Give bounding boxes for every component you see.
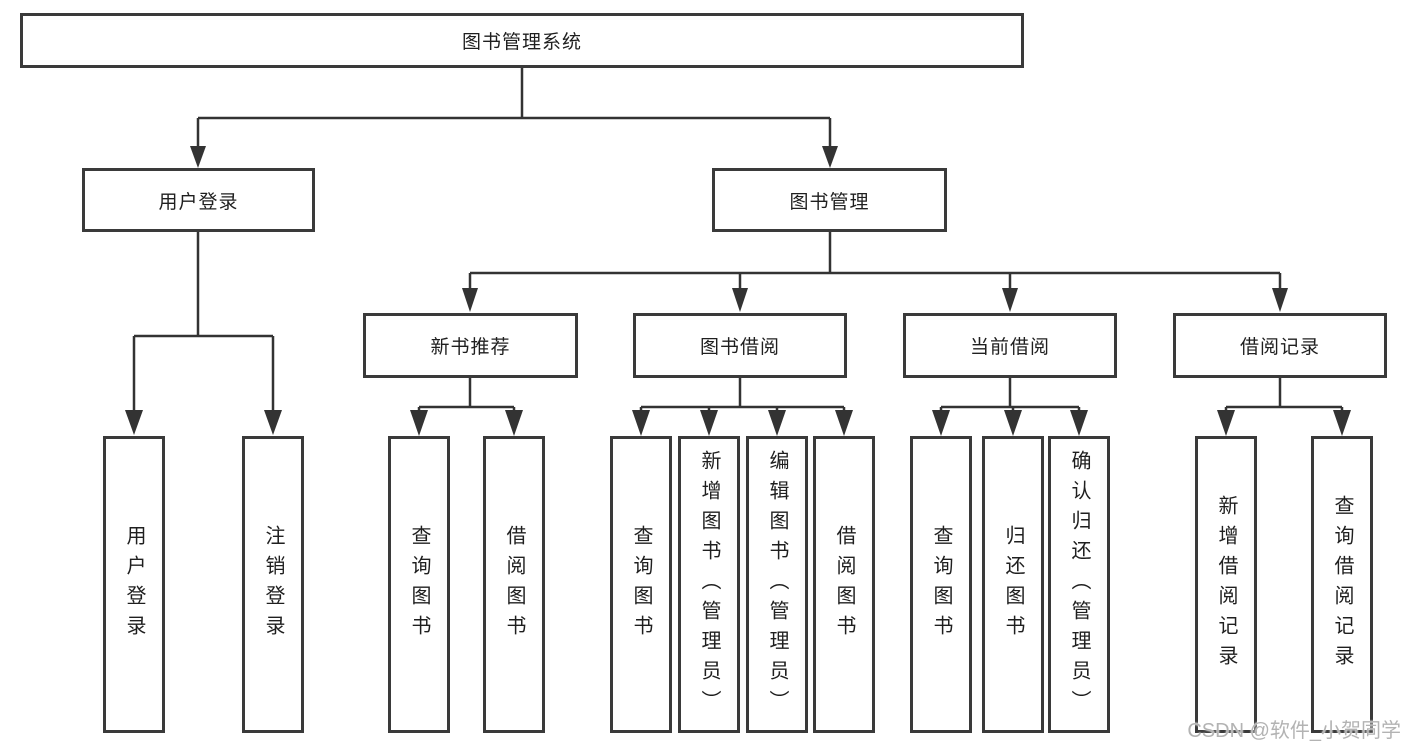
node-book-management: 图书管理 [712,168,947,232]
leaf-confirm-return-admin: 确认归还（管理员） [1048,436,1110,733]
node-root-label: 图书管理系统 [461,32,582,53]
leaf-return-book: 归还图书 [982,436,1044,733]
leaf-newbook-borrow: 借阅图书 [483,436,545,733]
leaf-query-borrow-record: 查询借阅记录 [1311,436,1373,733]
node-book-borrow-label: 图书借阅 [699,337,780,358]
leaf-edit-book-admin-label: 编辑图书（管理员） [766,449,788,720]
node-new-book-recommend: 新书推荐 [363,313,578,378]
leaf-add-borrow-record: 新增借阅记录 [1195,436,1257,733]
leaf-return-book-label: 归还图书 [1002,524,1024,645]
leaf-query-borrow-record-label: 查询借阅记录 [1331,494,1353,675]
leaf-logout: 注销登录 [242,436,304,733]
node-new-book-recommend-label: 新书推荐 [430,337,511,358]
leaf-user-login: 用户登录 [103,436,165,733]
leaf-borrow-query-label: 查询图书 [630,524,652,645]
leaf-add-book-admin-label: 新增图书（管理员） [698,449,720,720]
node-book-borrow: 图书借阅 [633,313,847,378]
node-book-management-label: 图书管理 [789,191,870,213]
node-current-borrow-label: 当前借阅 [969,337,1050,358]
node-borrow-records-label: 借阅记录 [1239,337,1320,358]
leaf-newbook-query-label: 查询图书 [408,524,430,645]
leaf-current-query: 查询图书 [910,436,972,733]
leaf-borrow-book-label: 借阅图书 [833,524,855,645]
node-user-login: 用户登录 [82,168,315,232]
leaf-add-borrow-record-label: 新增借阅记录 [1215,494,1237,675]
node-current-borrow: 当前借阅 [903,313,1117,378]
leaf-edit-book-admin: 编辑图书（管理员） [746,436,808,733]
leaf-newbook-borrow-label: 借阅图书 [503,524,525,645]
leaf-borrow-query: 查询图书 [610,436,672,733]
node-root: 图书管理系统 [20,13,1024,68]
leaf-confirm-return-admin-label: 确认归还（管理员） [1068,449,1090,720]
leaf-add-book-admin: 新增图书（管理员） [678,436,740,733]
node-borrow-records: 借阅记录 [1173,313,1387,378]
leaf-user-login-label: 用户登录 [123,524,145,645]
leaf-newbook-query: 查询图书 [388,436,450,733]
leaf-logout-label: 注销登录 [262,524,284,645]
node-user-login-label: 用户登录 [158,191,239,213]
csdn-watermark: CSDN @软件_小贺同学 [1187,720,1401,742]
leaf-borrow-book: 借阅图书 [813,436,875,733]
leaf-current-query-label: 查询图书 [930,524,952,645]
